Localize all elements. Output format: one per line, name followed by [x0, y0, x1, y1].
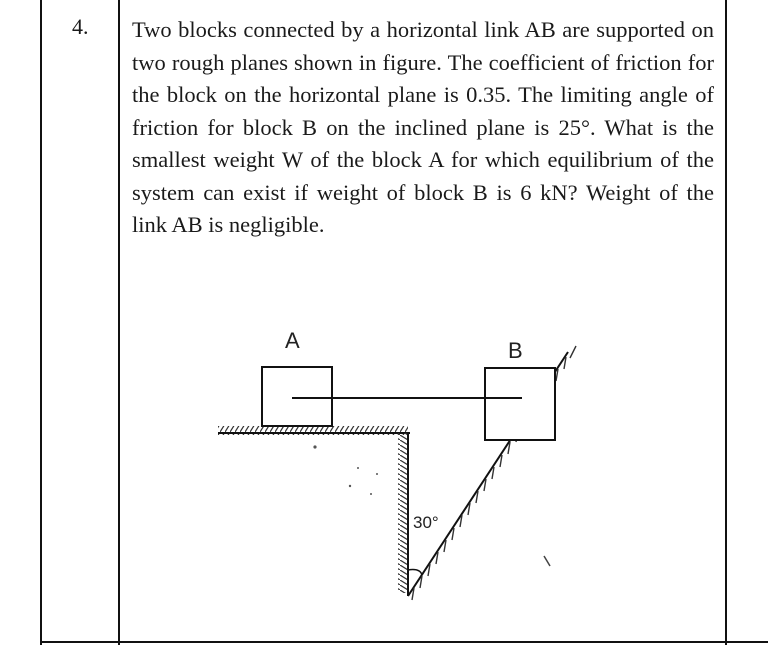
problem-figure: 30° A B — [218, 328, 577, 601]
table-column-divider — [118, 0, 120, 645]
angle-arc — [407, 568, 423, 576]
block-b-label: B — [508, 338, 523, 363]
block-a-label: A — [285, 328, 300, 353]
table-column-divider-right — [725, 0, 727, 645]
question-number: 4. — [72, 14, 89, 39]
vertical-wall — [398, 433, 409, 596]
table-border-left — [40, 0, 42, 645]
question-text: Two blocks connected by a horizontal lin… — [132, 17, 714, 237]
angle-label: 30° — [413, 513, 439, 532]
scan-specks — [313, 445, 551, 567]
block-b — [484, 367, 556, 441]
table-border-bottom — [40, 641, 768, 643]
block-a — [261, 366, 333, 427]
horizontal-plane — [218, 426, 410, 435]
